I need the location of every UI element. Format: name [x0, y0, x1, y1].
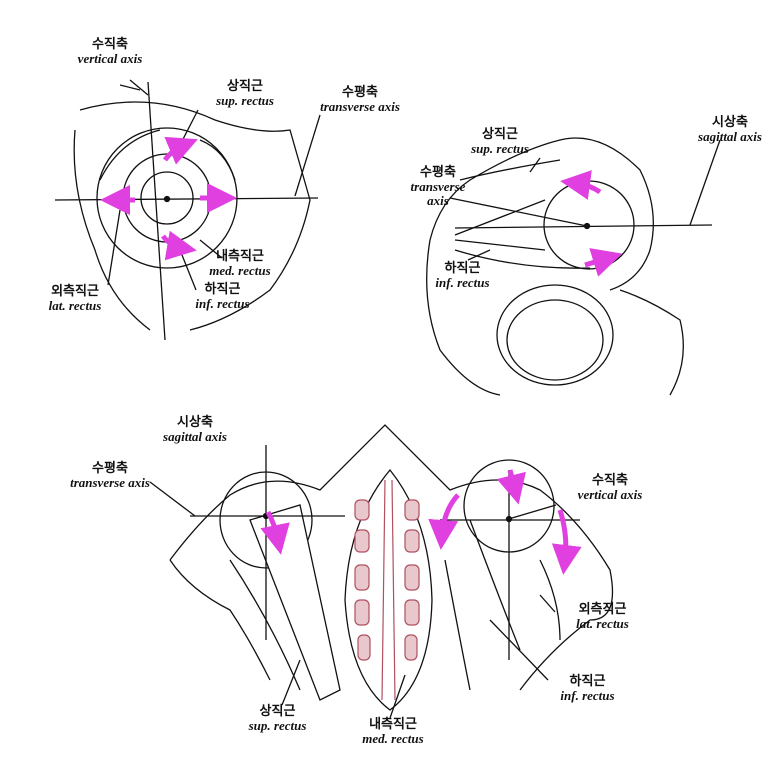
- label-inf-rectus-b: 하직근 inf. rectus: [545, 675, 630, 703]
- label-en: med. rectus: [362, 731, 424, 746]
- label-ko: 외측직근: [51, 284, 99, 299]
- label-en: transverse axis: [320, 99, 400, 114]
- label-en: sagittal axis: [163, 429, 227, 444]
- label-en: axis: [427, 193, 449, 208]
- label-en: sup. rectus: [248, 718, 307, 733]
- label-lat-rectus-tl: 외측직근 lat. rectus: [35, 285, 115, 313]
- label-sagittal-axis-b: 시상축 sagittal axis: [140, 416, 250, 444]
- label-en: sup. rectus: [216, 93, 274, 108]
- label-transverse-axis-tr: 수평축 transverse axis: [398, 166, 478, 208]
- label-med-rectus-b: 내측직근 med. rectus: [348, 718, 438, 746]
- label-ko: 시상축: [712, 115, 748, 130]
- vertical-axis-line: [147, 81, 166, 341]
- label-med-rectus-tl: 내측직근 med. rectus: [195, 250, 285, 278]
- label-en: lat. rectus: [576, 616, 629, 631]
- label-ko: 상직근: [482, 127, 518, 142]
- label-ko: 외측직근: [578, 602, 627, 617]
- frontal-view: [54, 79, 321, 341]
- label-sup-rectus-tr: 상직근 sup. rectus: [455, 128, 545, 156]
- label-sup-rectus-tl: 상직근 sup. rectus: [200, 80, 290, 108]
- label-transverse-axis-b: 수평축 transverse axis: [50, 462, 170, 490]
- label-ko: 수평축: [420, 165, 456, 180]
- label-ko: 수직축: [592, 473, 628, 488]
- label-en: transverse axis: [70, 475, 150, 490]
- label-en: sup. rectus: [471, 141, 529, 156]
- label-en: inf. rectus: [560, 688, 615, 703]
- transverse-axis-line: [54, 197, 319, 201]
- label-vertical-axis-tl: 수직축 vertical axis: [55, 38, 165, 66]
- label-en: med. rectus: [209, 263, 271, 278]
- label-inf-rectus-tl: 하직근 inf. rectus: [180, 283, 265, 311]
- label-ko: 수평축: [342, 85, 378, 100]
- label-en: lat. rectus: [48, 298, 102, 313]
- label-ko: 상직근: [227, 79, 263, 94]
- transverse-axis-line: [449, 197, 588, 227]
- label-en: transverse: [410, 179, 466, 194]
- label-ko: 시상축: [177, 415, 213, 430]
- label-sup-rectus-b: 상직근 sup. rectus: [235, 705, 320, 733]
- label-ko: 하직근: [444, 261, 481, 276]
- label-ko: 하직근: [569, 674, 606, 689]
- lateral-view: [426, 137, 721, 396]
- label-ko: 내측직근: [369, 717, 417, 732]
- label-en: inf. rectus: [195, 296, 250, 311]
- label-ko: 하직근: [204, 282, 241, 297]
- sagittal-axis-line: [454, 224, 713, 229]
- label-ko: 수직축: [92, 37, 128, 52]
- label-ko: 내측직근: [216, 249, 264, 264]
- label-ko: 수평축: [92, 461, 128, 476]
- label-ko: 상직근: [259, 704, 296, 719]
- label-lat-rectus-b: 외측직근 lat. rectus: [560, 603, 645, 631]
- label-sagittal-axis-tr: 시상축 sagittal axis: [680, 116, 780, 144]
- label-en: sagittal axis: [698, 129, 762, 144]
- label-inf-rectus-tr: 하직근 inf. rectus: [420, 262, 505, 290]
- label-transverse-axis-tl: 수평축 transverse axis: [305, 86, 415, 114]
- label-en: vertical axis: [577, 487, 643, 502]
- label-en: vertical axis: [77, 51, 143, 66]
- label-vertical-axis-b: 수직축 vertical axis: [560, 474, 660, 502]
- label-en: inf. rectus: [435, 275, 490, 290]
- superior-view: [149, 424, 614, 719]
